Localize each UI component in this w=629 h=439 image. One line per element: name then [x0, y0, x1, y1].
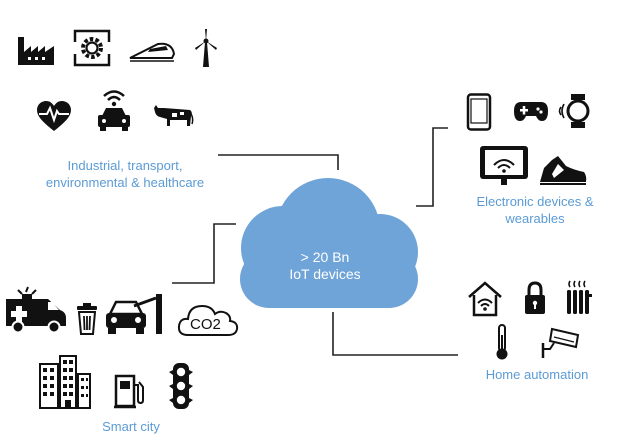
label-electronic-line1: Electronic devices & — [476, 194, 594, 209]
wind-turbine-icon — [195, 29, 217, 67]
cloud-title: > 20 Bn — [300, 249, 350, 265]
smart-home-icon — [468, 281, 502, 317]
smartphone-icon — [466, 93, 492, 131]
radiator-icon — [567, 280, 592, 314]
connected-car-icon — [98, 90, 130, 131]
connector-industrial — [218, 154, 339, 170]
padlock-icon — [525, 281, 545, 314]
connector-electronic — [416, 127, 448, 207]
label-home: Home automation — [485, 367, 589, 382]
connector-smart-city — [172, 223, 236, 284]
security-camera-icon — [541, 327, 580, 358]
fuel-pump-icon — [114, 374, 144, 409]
car-barrier-icon — [106, 294, 162, 334]
gear-frame-icon — [72, 29, 112, 67]
cloud-subtitle: IoT devices — [289, 266, 361, 282]
connector-home — [332, 312, 458, 356]
trash-bin-icon — [77, 303, 97, 335]
label-industrial-line1: Industrial, transport, — [67, 158, 183, 173]
label-smart-city: Smart city — [102, 419, 160, 434]
label-electronic-line2: wearables — [505, 211, 565, 226]
sneaker-icon — [540, 156, 587, 185]
cloud-shape — [240, 178, 418, 308]
factory-icon — [18, 37, 54, 65]
buildings-icon — [39, 355, 91, 409]
heart-rate-icon — [37, 101, 71, 131]
traffic-light-icon — [169, 363, 193, 409]
cow-icon — [154, 105, 194, 126]
label-industrial-line2: environmental & healthcare — [45, 175, 205, 190]
thermometer-icon — [496, 324, 508, 360]
train-icon — [129, 42, 176, 62]
gamepad-icon — [514, 102, 548, 121]
label-industrial: Industrial, transport, environmental & h… — [20, 157, 230, 191]
smartwatch-icon — [558, 94, 590, 128]
co2-text: CO2 — [190, 316, 221, 333]
label-electronic: Electronic devices & wearables — [460, 193, 610, 227]
ambulance-icon — [6, 286, 66, 334]
tablet-icon — [480, 146, 528, 185]
co2-cloud-icon: CO2 — [177, 304, 239, 336]
